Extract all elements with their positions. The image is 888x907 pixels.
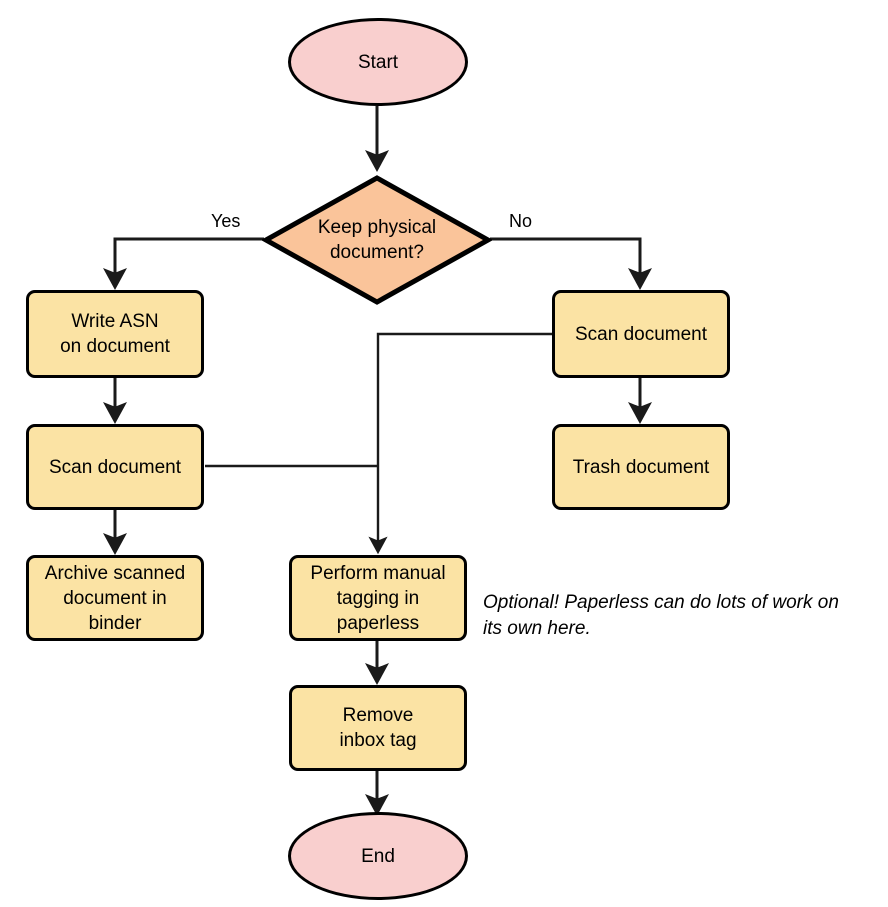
- node-write-asn-on-document[interactable]: Write ASN on document: [26, 290, 204, 378]
- node-remove-inbox-label-line2: inbox tag: [339, 730, 417, 751]
- node-scan-document-left[interactable]: Scan document: [26, 424, 204, 510]
- node-write-asn-label-line1: Write ASN: [71, 311, 159, 332]
- node-decision-keep-physical-document[interactable]: Keep physical document?: [262, 174, 492, 306]
- edge-decision-no-to-scan-right: [490, 237, 652, 290]
- node-end-label: End: [361, 845, 395, 867]
- node-archive-label-line1: Archive scanned: [44, 562, 186, 584]
- node-trash-document-label: Trash document: [572, 456, 710, 478]
- node-tagging-label-line2: tagging in: [336, 587, 420, 609]
- edge-scan-right-to-tagging: [368, 332, 552, 555]
- node-write-asn-label-line2: on document: [60, 336, 170, 357]
- node-decision-label-line1: Keep physical: [317, 217, 437, 238]
- node-remove-inbox-label: Remove inbox tag: [339, 703, 416, 753]
- node-remove-inbox-tag[interactable]: Remove inbox tag: [289, 685, 467, 771]
- node-archive-label: Archive scanned document in binder: [45, 561, 185, 636]
- edge-label-yes: Yes: [211, 211, 241, 231]
- node-remove-inbox-label-line1: Remove: [342, 705, 414, 726]
- node-archive-scanned-document-in-binder[interactable]: Archive scanned document in binder: [26, 555, 204, 641]
- diamond-shape: [262, 175, 492, 305]
- node-start-label: Start: [357, 51, 399, 73]
- node-decision-label-line2: document?: [329, 242, 424, 263]
- annotation-optional-note-line1: Optional! Paperless can do lots of work …: [483, 592, 839, 613]
- node-trash-document[interactable]: Trash document: [552, 424, 730, 510]
- node-tagging-label-line1: Perform manual: [310, 562, 446, 584]
- node-archive-label-line2: document in: [63, 587, 167, 609]
- node-start[interactable]: Start: [288, 18, 468, 106]
- node-tagging-label: Perform manual tagging in paperless: [310, 561, 445, 636]
- node-scan-document-left-label: Scan document: [48, 456, 182, 478]
- annotation-optional-note: Optional! Paperless can do lots of work …: [483, 590, 883, 642]
- node-end[interactable]: End: [288, 812, 468, 900]
- node-archive-label-line3: binder: [88, 612, 142, 634]
- node-tagging-label-line3: paperless: [336, 612, 420, 634]
- annotation-optional-note-line2: its own here.: [483, 618, 591, 639]
- node-write-asn-label: Write ASN on document: [60, 309, 170, 359]
- edge-decision-yes-to-write-asn: [103, 237, 264, 290]
- edge-label-no: No: [509, 211, 533, 231]
- node-scan-document-right-label: Scan document: [574, 323, 708, 345]
- node-decision-label: Keep physical document?: [318, 215, 436, 265]
- node-perform-manual-tagging-in-paperless[interactable]: Perform manual tagging in paperless: [289, 555, 467, 641]
- node-scan-document-right[interactable]: Scan document: [552, 290, 730, 378]
